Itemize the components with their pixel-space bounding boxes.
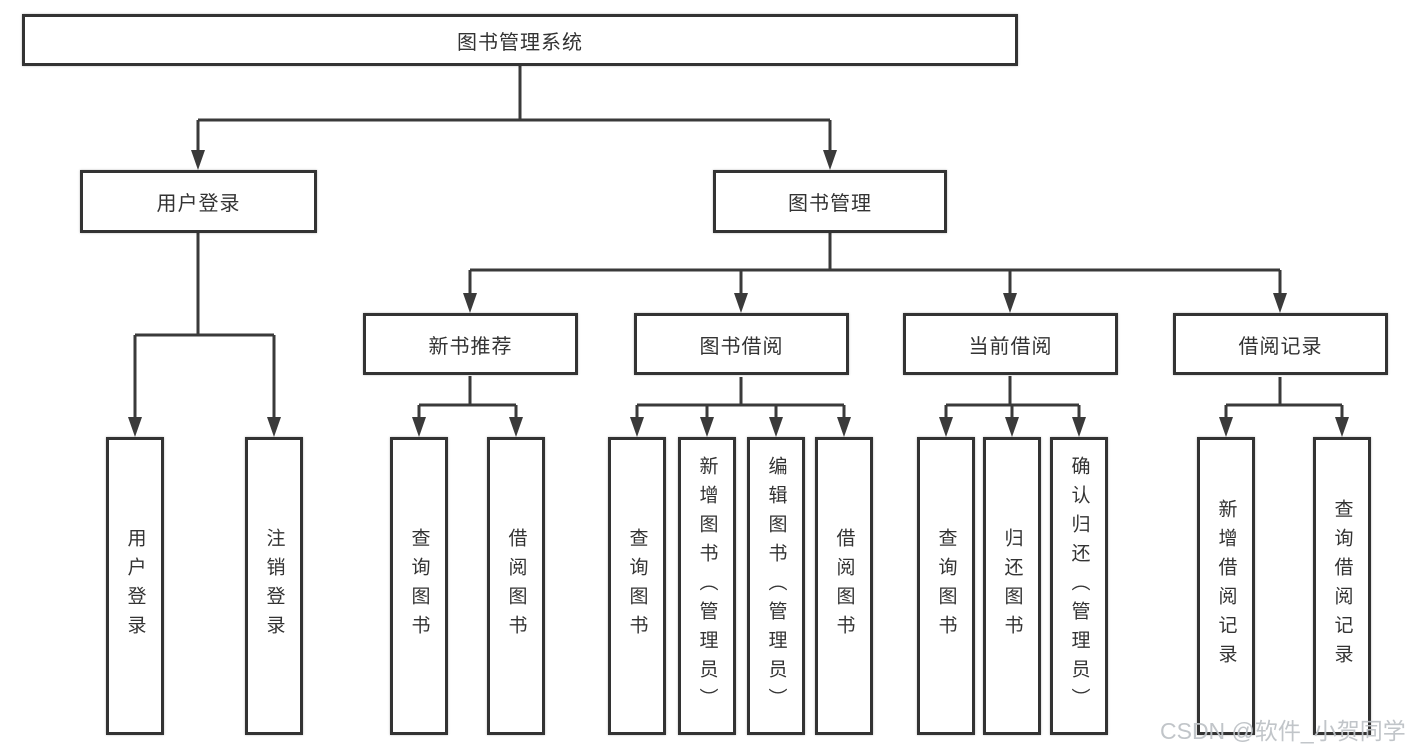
node-borrow-books-recommend: 借阅图书 bbox=[487, 437, 545, 735]
node-query-books-recommend: 查询图书 bbox=[390, 437, 448, 735]
leaf-label: 查询图书 bbox=[626, 528, 648, 644]
leaf-label: 查询图书 bbox=[935, 528, 957, 644]
leaf-label: 借阅图书 bbox=[833, 528, 855, 644]
leaf-label: 借阅图书 bbox=[505, 528, 527, 644]
node-current-borrowing: 当前借阅 bbox=[903, 313, 1118, 375]
leaf-label: 用户登录 bbox=[124, 528, 146, 644]
leaf-label: 新增图书（管理员） bbox=[696, 455, 718, 717]
node-add-books-admin: 新增图书（管理员） bbox=[678, 437, 736, 735]
leaf-label: 注销登录 bbox=[263, 528, 285, 644]
node-logout: 注销登录 bbox=[245, 437, 303, 735]
node-user-login-leaf: 用户登录 bbox=[106, 437, 164, 735]
csdn-watermark: CSDN @软件_小贺同学 bbox=[1160, 718, 1405, 744]
node-query-books-borrowing: 查询图书 bbox=[608, 437, 666, 735]
node-book-management: 图书管理 bbox=[713, 170, 947, 233]
node-confirm-return-admin: 确认归还（管理员） bbox=[1050, 437, 1108, 735]
node-add-borrow-record: 新增借阅记录 bbox=[1197, 437, 1255, 735]
leaf-label: 新增借阅记录 bbox=[1215, 499, 1237, 673]
node-book-borrowing: 图书借阅 bbox=[634, 313, 849, 375]
node-user-login: 用户登录 bbox=[80, 170, 317, 233]
leaf-label: 确认归还（管理员） bbox=[1068, 455, 1090, 717]
node-return-books: 归还图书 bbox=[983, 437, 1041, 735]
leaf-label: 查询图书 bbox=[408, 528, 430, 644]
node-query-books-current: 查询图书 bbox=[917, 437, 975, 735]
leaf-label: 查询借阅记录 bbox=[1331, 499, 1353, 673]
node-borrowing-records: 借阅记录 bbox=[1173, 313, 1388, 375]
node-edit-books-admin: 编辑图书（管理员） bbox=[747, 437, 805, 735]
node-borrow-books: 借阅图书 bbox=[815, 437, 873, 735]
node-query-borrow-record: 查询借阅记录 bbox=[1313, 437, 1371, 735]
arrowheads bbox=[128, 150, 1349, 437]
node-new-book-recommendation: 新书推荐 bbox=[363, 313, 578, 375]
leaf-label: 编辑图书（管理员） bbox=[765, 455, 787, 717]
node-library-management-system: 图书管理系统 bbox=[22, 14, 1018, 66]
leaf-label: 归还图书 bbox=[1001, 528, 1023, 644]
